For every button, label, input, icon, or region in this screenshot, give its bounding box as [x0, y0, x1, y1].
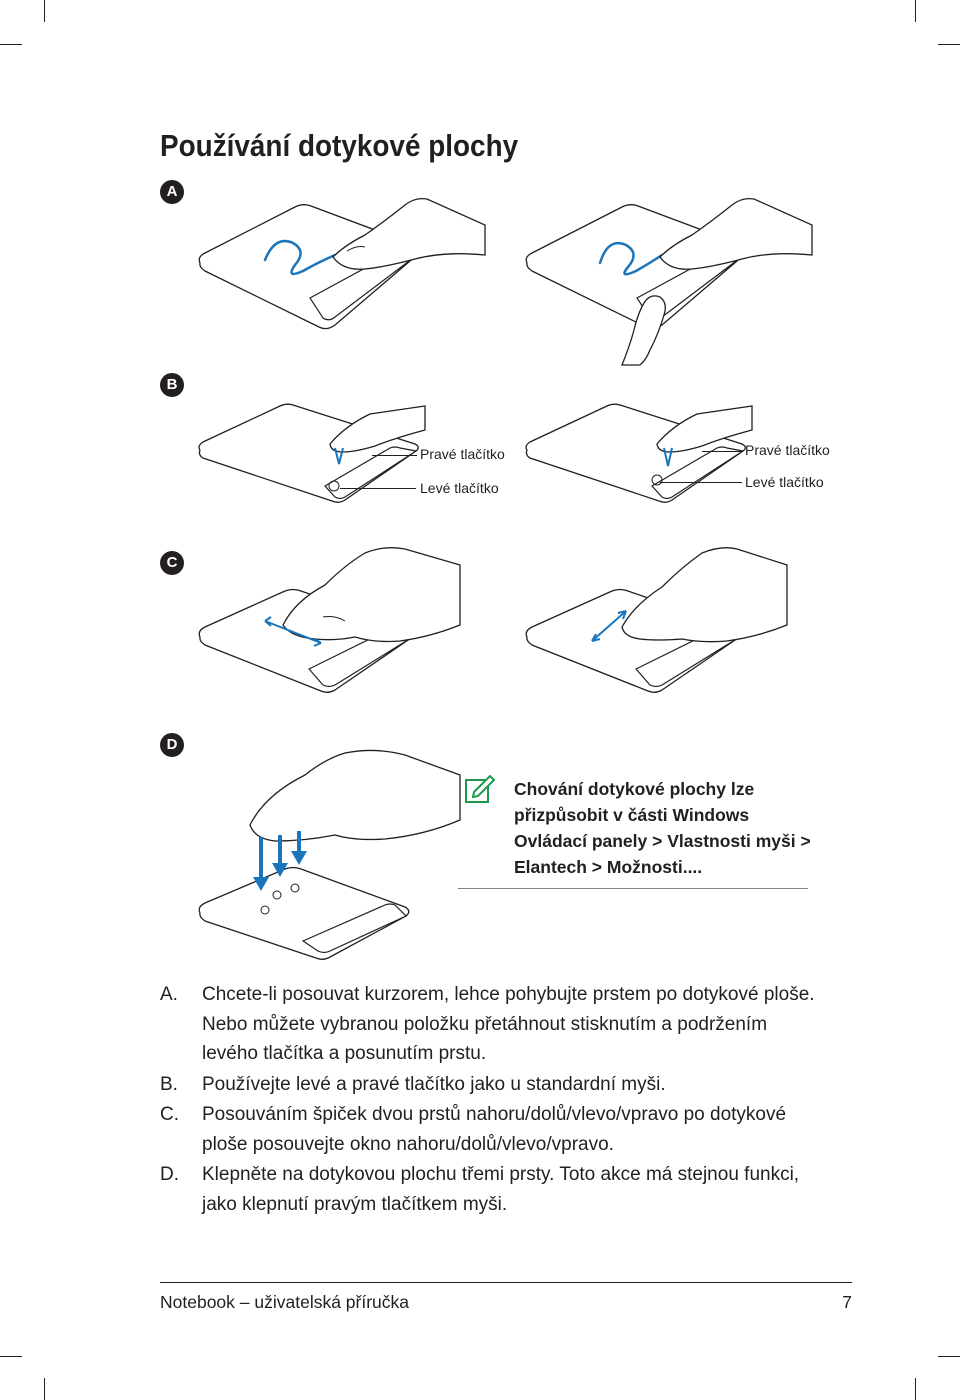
- footer-title: Notebook – uživatelská příručka: [160, 1292, 410, 1312]
- list-item-text: Klepněte na dotykovou plochu třemi prsty…: [202, 1164, 800, 1215]
- callout-line: [340, 488, 416, 489]
- page-number: 7: [842, 1292, 852, 1312]
- list-marker: D.: [160, 1164, 179, 1185]
- left-button-callout: Levé tlačítko: [745, 474, 824, 490]
- touchpad-figure-d: [195, 745, 465, 965]
- list-marker: B.: [160, 1073, 178, 1095]
- right-button-callout: Pravé tlačítko: [745, 442, 830, 458]
- crop-mark: [0, 1356, 22, 1357]
- callout-line: [660, 482, 742, 483]
- left-button-callout: Levé tlačítko: [420, 480, 499, 496]
- note-box: Chování dotykové plochy lze přizpůsobit …: [458, 766, 811, 889]
- instruction-list: A. Chcete-li posouvat kurzorem, lehce po…: [160, 980, 820, 1220]
- note-pencil-icon: [464, 774, 496, 811]
- crop-mark: [44, 1378, 45, 1400]
- section-badge-c: C: [160, 551, 184, 575]
- crop-mark: [915, 0, 916, 22]
- list-item: A. Chcete-li posouvat kurzorem, lehce po…: [160, 980, 820, 1069]
- note-divider: [458, 888, 808, 889]
- list-item: B. Používejte levé a pravé tlačítko jako…: [160, 1070, 820, 1100]
- list-marker: C.: [160, 1104, 179, 1125]
- crop-mark: [0, 44, 22, 45]
- touchpad-figure-c-left: [195, 545, 465, 695]
- section-badge-b: B: [160, 373, 184, 397]
- crop-mark: [915, 1378, 916, 1400]
- note-text: Chování dotykové plochy lze přizpůsobit …: [514, 779, 811, 877]
- section-badge-d: D: [160, 733, 184, 757]
- callout-line: [702, 451, 742, 452]
- footer-divider: [160, 1282, 852, 1283]
- list-item: D. Klepněte na dotykovou plochu třemi pr…: [160, 1160, 820, 1219]
- list-item-text: Používejte levé a pravé tlačítko jako u …: [202, 1073, 666, 1095]
- list-item: C. Posouváním špiček dvou prstů nahoru/d…: [160, 1100, 820, 1159]
- touchpad-figure-b-left: [195, 400, 426, 510]
- right-button-callout: Pravé tlačítko: [420, 446, 505, 462]
- list-item-text: Chcete-li posouvat kurzorem, lehce pohyb…: [202, 984, 815, 1064]
- callout-line: [372, 455, 417, 456]
- list-marker: A.: [160, 984, 178, 1005]
- crop-mark: [44, 0, 45, 22]
- page-title: Používání dotykové plochy: [160, 128, 519, 163]
- touchpad-figure-a-right: [522, 185, 813, 370]
- list-item-text: Posouváním špiček dvou prstů nahoru/dolů…: [202, 1104, 787, 1155]
- crop-mark: [938, 1356, 960, 1357]
- crop-mark: [938, 44, 960, 45]
- touchpad-figure-c-right: [522, 545, 792, 695]
- touchpad-figure-b-right: [522, 400, 753, 510]
- section-badge-a: A: [160, 180, 184, 204]
- touchpad-figure-a-left: [195, 185, 486, 345]
